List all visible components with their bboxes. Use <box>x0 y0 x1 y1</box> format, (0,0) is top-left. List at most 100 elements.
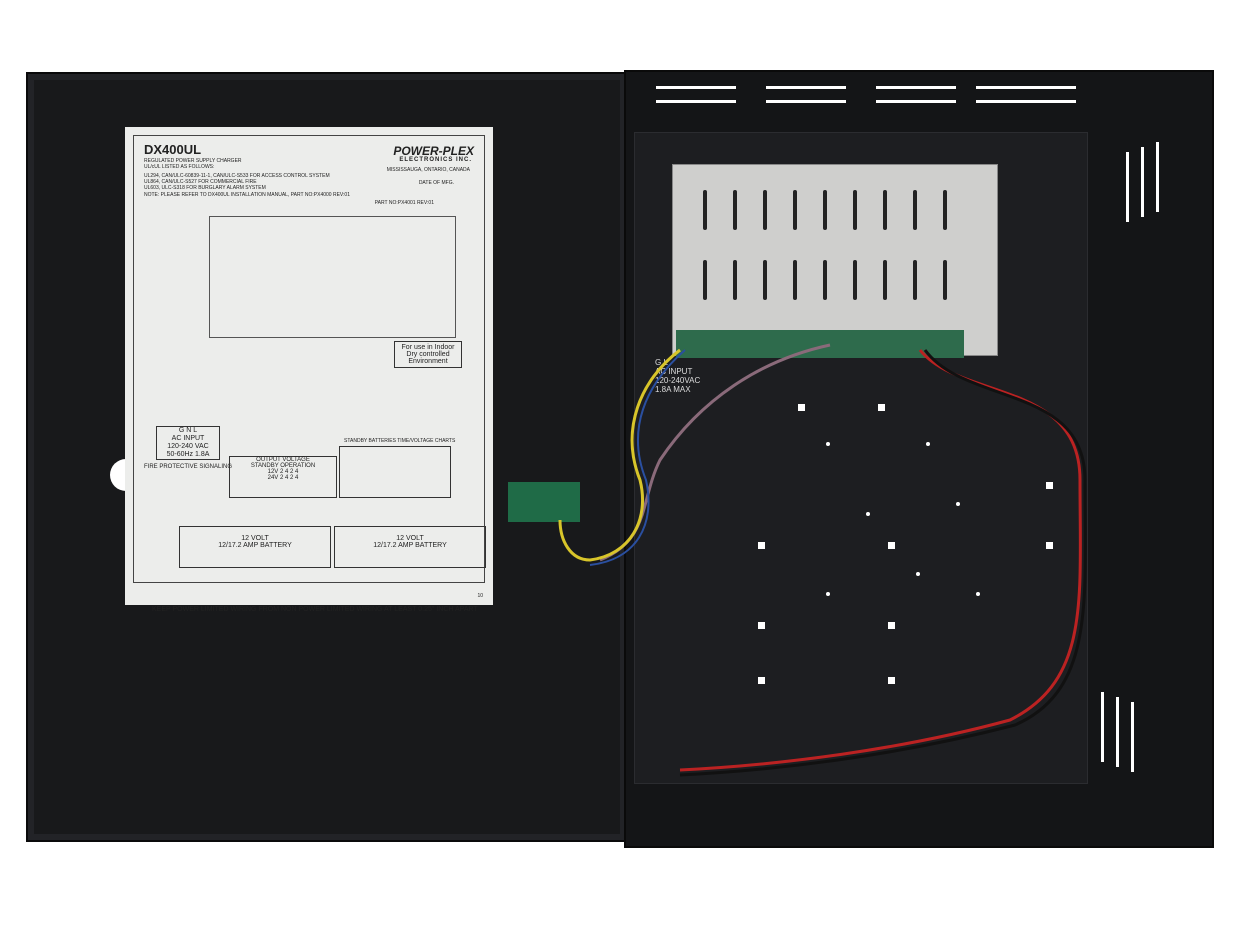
battery-amp: 12/17.2 AMP BATTERY <box>373 542 447 549</box>
vent <box>1126 152 1129 222</box>
vent <box>976 86 1076 89</box>
psu-circuit-board <box>676 330 964 358</box>
psu-slot <box>733 260 737 300</box>
cell: 2 <box>290 469 294 475</box>
mount-hole <box>878 404 885 411</box>
footer-warning: KEEP POWER LIMITED WIRING FROM NON POWER… <box>152 606 478 613</box>
vent <box>976 100 1076 103</box>
battery-amp: 12/17.2 AMP BATTERY <box>218 542 292 549</box>
brand-logo: POWER-PLEX <box>393 144 474 158</box>
ac-frequency: 50-60Hz 1.8A <box>166 451 210 458</box>
mount-hole <box>1046 542 1053 549</box>
mount-hole <box>758 622 765 629</box>
output-table: OUTPUT VOLTAGE STANDBY OPERATION 12V 2 4… <box>229 456 337 498</box>
listing-line: UL294, CAN/ULC-60839-11-1, CAN/ULC-S533 … <box>144 173 330 179</box>
location: MISSISSAUGA, ONTARIO, CANADA <box>386 167 470 173</box>
model-name: DX400UL <box>144 142 202 157</box>
cell: 4 <box>295 469 299 475</box>
psu-slot <box>943 190 947 230</box>
hole <box>926 442 930 446</box>
wiring-label: DX400UL REGULATED POWER SUPPLY CHARGER U… <box>125 127 493 613</box>
vent <box>876 100 956 103</box>
vent <box>766 86 846 89</box>
vent <box>1141 147 1144 217</box>
psu-slot <box>823 260 827 300</box>
ac-terminal-text: 1.8A MAX <box>655 385 691 394</box>
subtitle: REGULATED POWER SUPPLY CHARGER <box>144 158 242 164</box>
ac-input-text: AC INPUT <box>171 435 205 442</box>
listing-line: UL864, CAN/ULC-S527 FOR COMMERCIAL FIRE <box>144 179 257 185</box>
psu-slot <box>823 190 827 230</box>
vent <box>656 100 736 103</box>
cell: 4 <box>285 469 289 475</box>
enclosure-cabinet <box>624 70 1214 848</box>
psu-slot <box>763 260 767 300</box>
hole <box>956 502 960 506</box>
cell: 24V <box>267 475 279 481</box>
enclosure-door: DX400UL REGULATED POWER SUPPLY CHARGER U… <box>26 72 628 842</box>
power-supply-unit <box>672 164 998 356</box>
ac-terminal-text: 120-240VAC <box>655 376 701 385</box>
page-number: 10 <box>477 593 483 599</box>
cell: 12V <box>267 469 279 475</box>
psu-slot <box>853 190 857 230</box>
battery-chart <box>339 446 451 498</box>
brand-sub: ELECTRONICS INC. <box>399 157 472 163</box>
blue-wire <box>589 349 686 566</box>
battery-voltage: 12 VOLT <box>396 535 424 542</box>
battery-chart-title: STANDBY BATTERIES TIME/VOLTAGE CHARTS <box>344 438 456 444</box>
indoor-note: For use in Indoor Dry controlled Environ… <box>394 341 462 368</box>
vent <box>1156 142 1159 212</box>
ac-terminals: G N L <box>178 427 198 434</box>
standby-header: STANDBY OPERATION <box>250 463 316 469</box>
psu-slot <box>793 260 797 300</box>
psu-slot <box>883 190 887 230</box>
ac-voltage: 120-240 VAC <box>167 443 209 450</box>
psu-slot <box>793 190 797 230</box>
listing-note: NOTE: PLEASE REFER TO DX400UL INSTALLATI… <box>144 192 350 198</box>
date-of-mfg: DATE OF MFG. <box>418 180 454 186</box>
psu-slot <box>703 260 707 300</box>
mount-hole <box>758 542 765 549</box>
psu-slot <box>703 190 707 230</box>
ac-terminal-text: AC INPUT <box>655 367 693 376</box>
hole <box>866 512 870 516</box>
mount-hole <box>1046 482 1053 489</box>
mount-hole <box>888 677 895 684</box>
pink-wire <box>599 343 831 562</box>
psu-slot <box>943 260 947 300</box>
hole <box>916 572 920 576</box>
part-no: PART NO:PX4001 REV:01 <box>374 200 434 206</box>
vent <box>1131 702 1134 772</box>
vent <box>1116 697 1119 767</box>
cell: 4 <box>295 475 299 481</box>
vent <box>766 100 846 103</box>
vent <box>1101 692 1104 762</box>
psu-slot <box>853 260 857 300</box>
cell: 4 <box>285 475 289 481</box>
tamper-board <box>508 482 580 522</box>
hole <box>976 592 980 596</box>
psu-slot <box>733 190 737 230</box>
vent <box>656 86 736 89</box>
red-wire <box>679 349 1082 772</box>
psu-slot <box>913 260 917 300</box>
black-wire <box>679 349 1087 777</box>
cell: 2 <box>279 469 284 475</box>
listing-line: UL603, ULC-S318 FOR BURGLARY ALARM SYSTE… <box>144 185 266 191</box>
fire-signaling: FIRE PROTECTIVE SIGNALING <box>144 464 233 470</box>
hole <box>826 592 830 596</box>
hole <box>826 442 830 446</box>
cell: 2 <box>290 475 294 481</box>
vent <box>876 86 956 89</box>
battery-voltage: 12 VOLT <box>241 535 269 542</box>
mount-hole <box>798 404 805 411</box>
yellow-wire <box>558 348 681 562</box>
mount-hole <box>888 622 895 629</box>
mount-hole <box>758 677 765 684</box>
mount-hole <box>888 542 895 549</box>
wiring-diagram <box>209 216 456 338</box>
psu-slot <box>913 190 917 230</box>
